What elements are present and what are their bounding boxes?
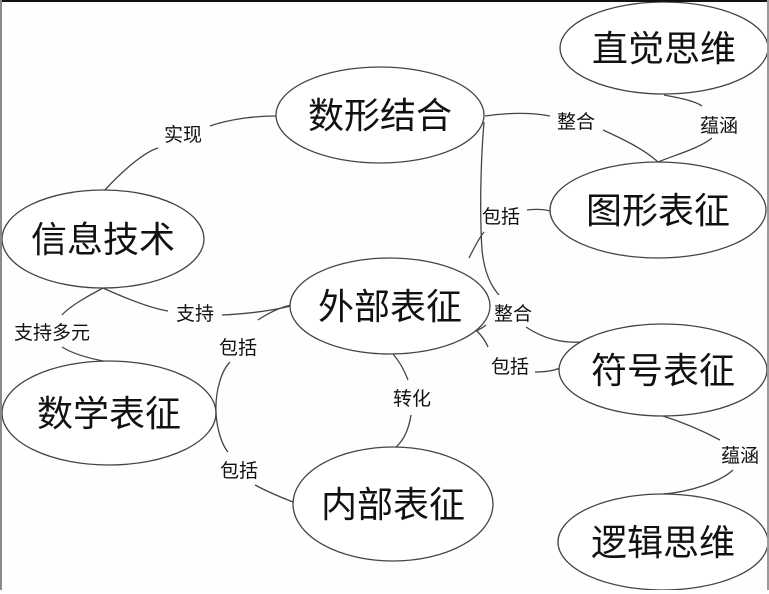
- edge-label-yunhan-luoji: 蕴涵: [721, 445, 759, 467]
- edge-line-waibu-neibu: [392, 353, 409, 381]
- edge-label-zhichi: 支持: [176, 303, 214, 325]
- edge-line-shuxue-neibu: [215, 412, 229, 453]
- edge-line-xinxi-shuxing-2: [209, 115, 277, 127]
- node-waibu-biaozheng[interactable]: 外部表征: [289, 257, 491, 355]
- node-label: 数形结合: [308, 96, 452, 137]
- node-fuhao-biaozheng[interactable]: 符号表征: [558, 323, 768, 417]
- node-zhijue-siwei[interactable]: 直觉思维: [559, 1, 769, 95]
- frame-border-top: [0, 0, 769, 2]
- node-shape: [1, 189, 205, 289]
- node-label: 逻辑思维: [591, 523, 735, 564]
- node-tuxing-biaozheng[interactable]: 图形表征: [549, 161, 767, 259]
- edge-line-tuxing-zhijue-2: [663, 94, 703, 107]
- node-label: 符号表征: [591, 351, 735, 392]
- node-label: 数学表征: [37, 394, 181, 435]
- edge-line-shuxue-neibu-2: [254, 484, 294, 503]
- node-shape: [275, 66, 485, 164]
- node-label: 内部表征: [321, 485, 465, 526]
- edge-label-zhichi-duoyuan: 支持多元: [14, 322, 90, 344]
- frame-border-left: [0, 0, 2, 590]
- frame-border-right: [767, 0, 769, 590]
- edge-line-xinxi-shuxue-2: [61, 346, 110, 363]
- edge-line-shuxing-fuhao: [480, 121, 500, 296]
- edge-line-xinxi-waibu-2: [221, 305, 292, 316]
- edge-line-fuhao-luoji: [662, 415, 721, 441]
- edge-label-baokuo-neibu: 包括: [220, 460, 258, 482]
- edge-line-waibu-fuhao: [475, 329, 489, 348]
- edge-label-baokuo-tuxing: 包括: [482, 206, 520, 228]
- edge-label-yunhan-zhijue: 蕴涵: [700, 115, 738, 137]
- edge-label-baokuo-waibu: 包括: [219, 337, 257, 359]
- edge-line-shuxing-tuxing: [484, 112, 551, 117]
- edge-line-xinxi-shuxing: [102, 147, 159, 193]
- node-shape: [292, 446, 494, 562]
- node-label: 信息技术: [31, 220, 175, 261]
- node-xinxi-jishu[interactable]: 信息技术: [1, 189, 205, 289]
- edge-line-waibu-neibu-2: [395, 414, 412, 448]
- edge-line-waibu-tuxing: [468, 231, 485, 259]
- edge-line-shuxue-waibu: [215, 361, 231, 414]
- node-label: 图形表征: [586, 191, 730, 232]
- edge-label-shixian: 实现: [164, 124, 202, 146]
- node-shape: [289, 257, 491, 355]
- node-neibu-biaozheng[interactable]: 内部表征: [292, 446, 494, 562]
- node-shape: [1, 360, 217, 466]
- edge-label-baokuo-fuhao: 包括: [491, 356, 529, 378]
- edge-label-zhuanhua: 转化: [393, 388, 431, 410]
- edge-line-waibu-tuxing-2: [526, 208, 551, 212]
- edge-line-shuxing-tuxing-2: [602, 129, 659, 163]
- edge-line-xinxi-waibu: [102, 287, 169, 312]
- edge-label-zhenghe-tuxing: 整合: [557, 111, 595, 133]
- edge-line-shuxue-waibu-2: [257, 304, 292, 321]
- edge-line-tuxing-zhijue: [657, 137, 713, 163]
- edge-line-waibu-fuhao-2: [534, 367, 561, 373]
- node-label: 外部表征: [318, 287, 462, 328]
- node-shape: [549, 161, 767, 259]
- node-shuxue-biaozheng[interactable]: 数学表征: [1, 360, 217, 466]
- edge-line-xinxi-shuxue: [61, 287, 104, 316]
- edge-label-zhenghe-fuhao: 整合: [494, 303, 532, 325]
- node-label: 直觉思维: [592, 29, 736, 70]
- node-luoji-siwei[interactable]: 逻辑思维: [557, 493, 769, 591]
- edge-line-fuhao-luoji-2: [662, 469, 734, 495]
- node-shuxing-jiehe[interactable]: 数形结合: [275, 66, 485, 164]
